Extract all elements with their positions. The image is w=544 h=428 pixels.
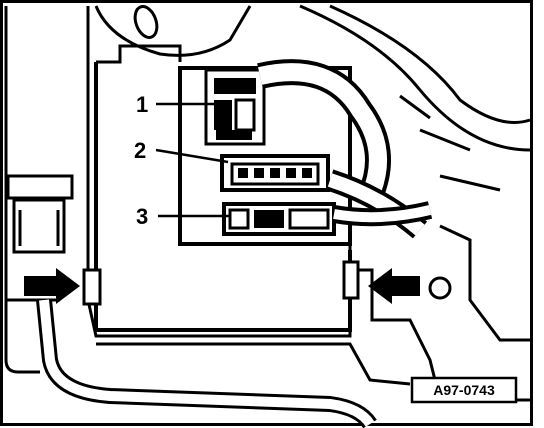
callout-2-leader (155, 148, 229, 164)
left-clip (82, 268, 102, 306)
wiring-harness (257, 4, 531, 239)
right-bracket (348, 244, 530, 402)
figure-frame (0, 0, 533, 426)
right-panel-edge (439, 224, 530, 342)
figure-ref-code: A97-0743 (433, 382, 495, 398)
callout-3-label: 3 (136, 204, 148, 229)
callout-1-label: 1 (136, 92, 148, 117)
housing-top-edge (96, 44, 182, 64)
figure-ref-box (410, 376, 518, 404)
bottom-cable-core (39, 299, 375, 427)
connector-1 (204, 68, 266, 146)
mounting-screw (428, 276, 452, 300)
bottom-edge-line (96, 342, 411, 386)
callout-2-label: 2 (134, 138, 146, 163)
left-bracket (6, 174, 74, 302)
right-clip (342, 260, 360, 300)
connector-3 (222, 202, 336, 236)
left-pointer-arrow (24, 268, 80, 304)
cover-panel (4, 6, 40, 374)
right-pointer-arrow (368, 268, 420, 304)
bracket-hole (133, 5, 159, 39)
bracket (94, 5, 252, 57)
connector-2 (220, 154, 330, 192)
